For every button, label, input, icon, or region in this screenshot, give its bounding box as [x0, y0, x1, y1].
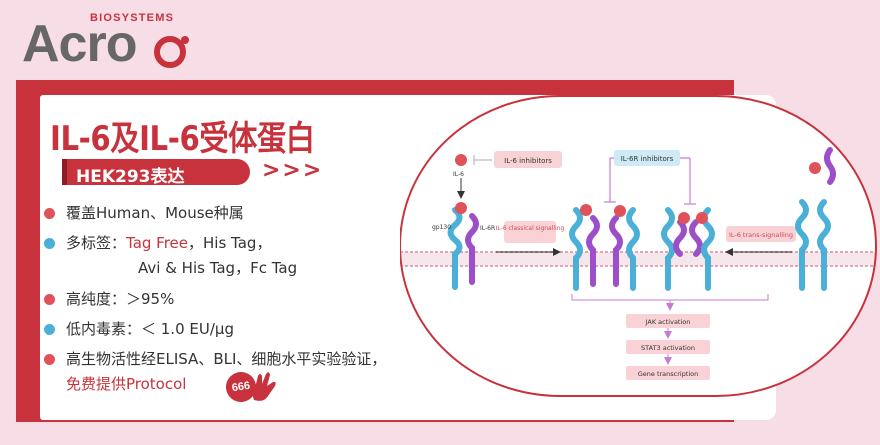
- gene-label: Gene transcription: [638, 370, 699, 378]
- bullet-dot: [44, 324, 55, 335]
- hand-gesture-icon: [252, 372, 276, 401]
- expression-tag: HEK293表达: [62, 159, 250, 187]
- logo-wordmark: Acro: [22, 15, 137, 73]
- il6r-label: IL-6R: [480, 225, 495, 232]
- classical-label: IL-6 classical signalling: [496, 225, 565, 232]
- jak-label: JAK activation: [645, 318, 691, 326]
- il6-molecule: [455, 154, 467, 166]
- tags-prefix: 多标签：: [66, 234, 127, 252]
- page-title: IL-6及IL-6受体蛋白: [50, 119, 315, 159]
- feature-text: 覆盖Human、Mouse种属: [66, 204, 244, 222]
- expression-pill: [62, 159, 250, 185]
- receptor-gp130-right: [795, 199, 831, 291]
- expression-label: HEK293表达: [76, 167, 185, 187]
- il6-label: IL-6: [453, 171, 464, 178]
- trans-signalling-label: IL-6 trans-signalling: [729, 231, 793, 239]
- feature-text: 高纯度：＞95%: [66, 290, 175, 308]
- soluble-il6r: [809, 147, 836, 185]
- bullet-dot: [44, 238, 55, 249]
- feature-text: 多标签：Tag Free，His Tag，: [66, 232, 271, 253]
- logo-ring-icon: [154, 36, 189, 68]
- il6-inhibitors-label: IL-6 inhibitors: [504, 157, 552, 165]
- receptor-complex-classical: [569, 204, 640, 291]
- tags-rest: ，His Tag，: [188, 234, 272, 252]
- signalling-diagram: IL-6 inhibitors IL-6 gp130 IL-6R IL-6 cl…: [400, 95, 877, 397]
- bullet-dot: [44, 294, 55, 305]
- logo-subtitle: BIOSYSTEMS: [90, 12, 175, 24]
- bullet-dot: [44, 208, 55, 219]
- tags-highlight: Tag Free: [126, 234, 189, 252]
- feature-text: 高生物活性经ELISA、BLI、细胞水平实验验证，: [66, 350, 387, 368]
- feature-text: Avi & His Tag，Fc Tag: [138, 259, 298, 277]
- stat3-label: STAT3 activation: [641, 344, 695, 352]
- acro-logo: Acro BIOSYSTEMS: [20, 10, 190, 78]
- bullet-dot: [44, 354, 55, 365]
- receptor-gp130-left: [447, 207, 479, 290]
- il6-molecule: [455, 202, 467, 214]
- gp130-label: gp130: [432, 224, 451, 231]
- receptor-complex-trans: [661, 207, 715, 291]
- chevrons: >>>: [262, 158, 324, 183]
- feature-text: 低内毒素：＜ 1.0 EU/μg: [66, 320, 234, 338]
- protocol-text: 免费提供Protocol: [66, 375, 187, 393]
- il6r-inhibitors-label: IL-6R inhibitors: [621, 155, 674, 163]
